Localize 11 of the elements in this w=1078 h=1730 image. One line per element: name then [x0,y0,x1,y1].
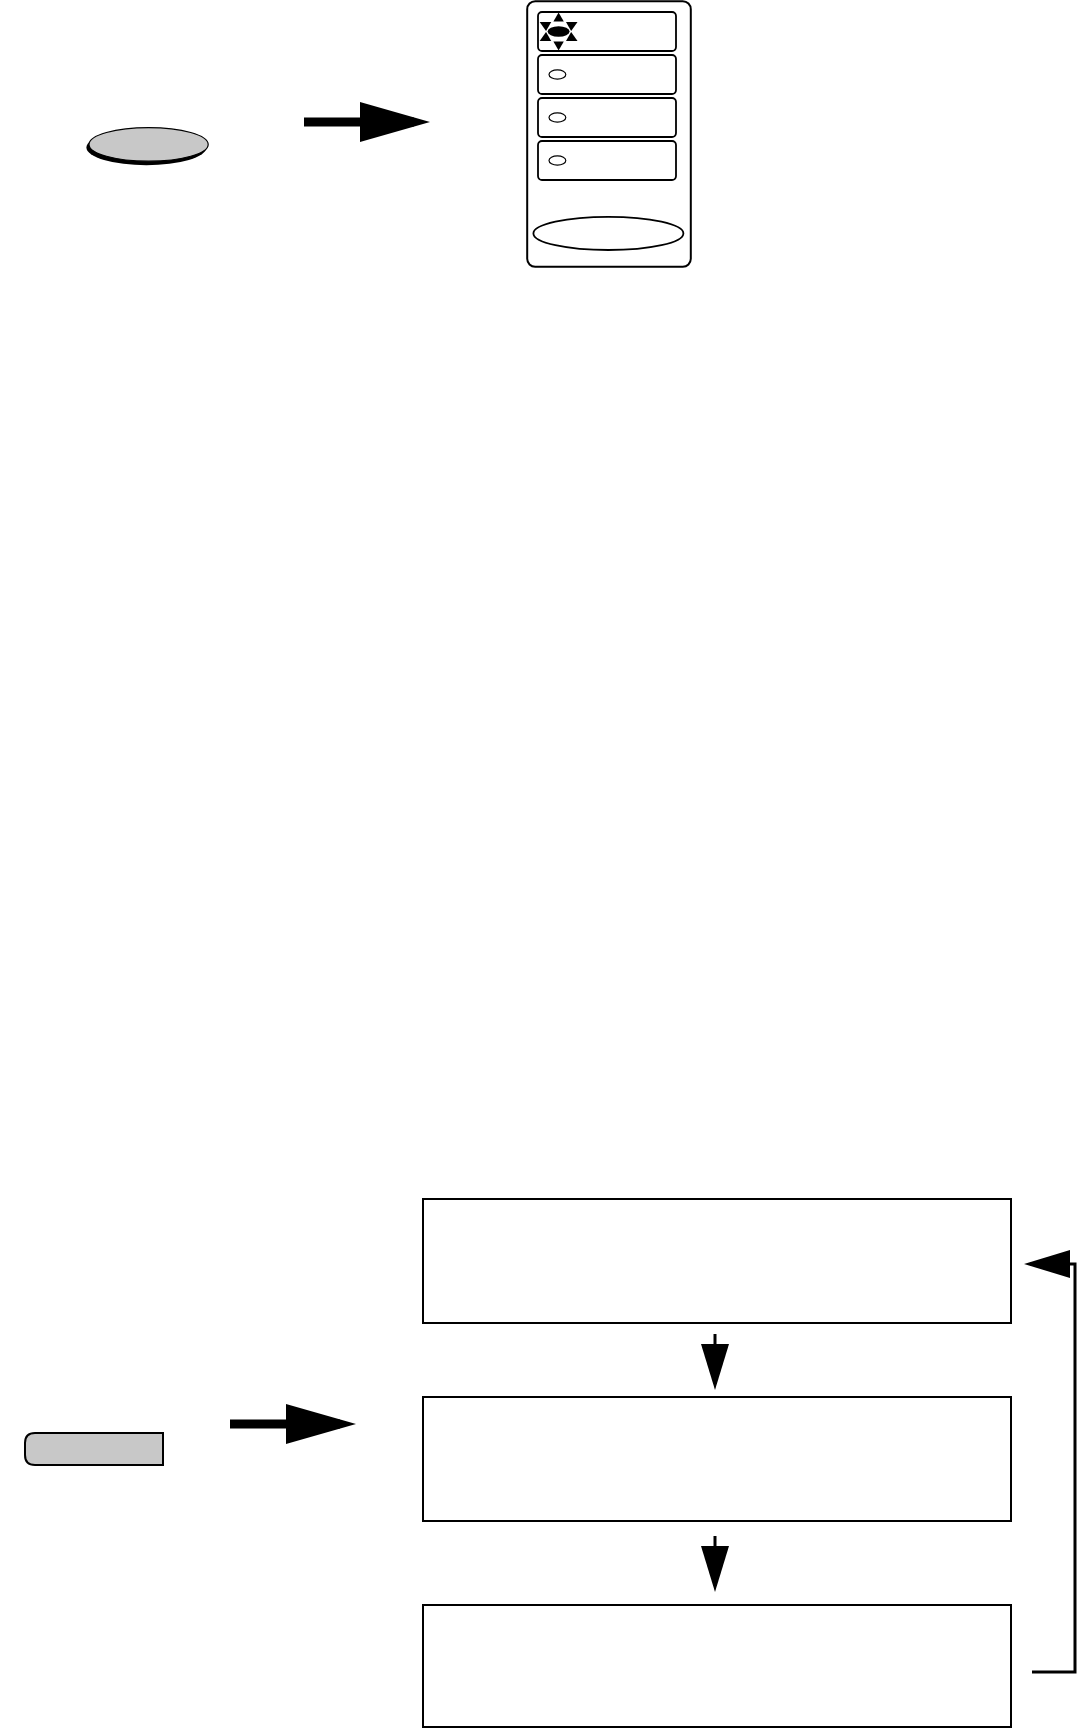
arrow [701,1536,729,1592]
arrow [230,1404,356,1444]
process-box [422,1396,1012,1522]
process-box [422,1198,1012,1324]
arrow [304,102,430,142]
arrow [1024,1250,1077,1674]
process-box [422,1604,1012,1728]
arrow [701,1334,729,1390]
oval-push-button [86,124,210,168]
flat-push-button [24,1432,164,1466]
control-panel [526,0,692,268]
